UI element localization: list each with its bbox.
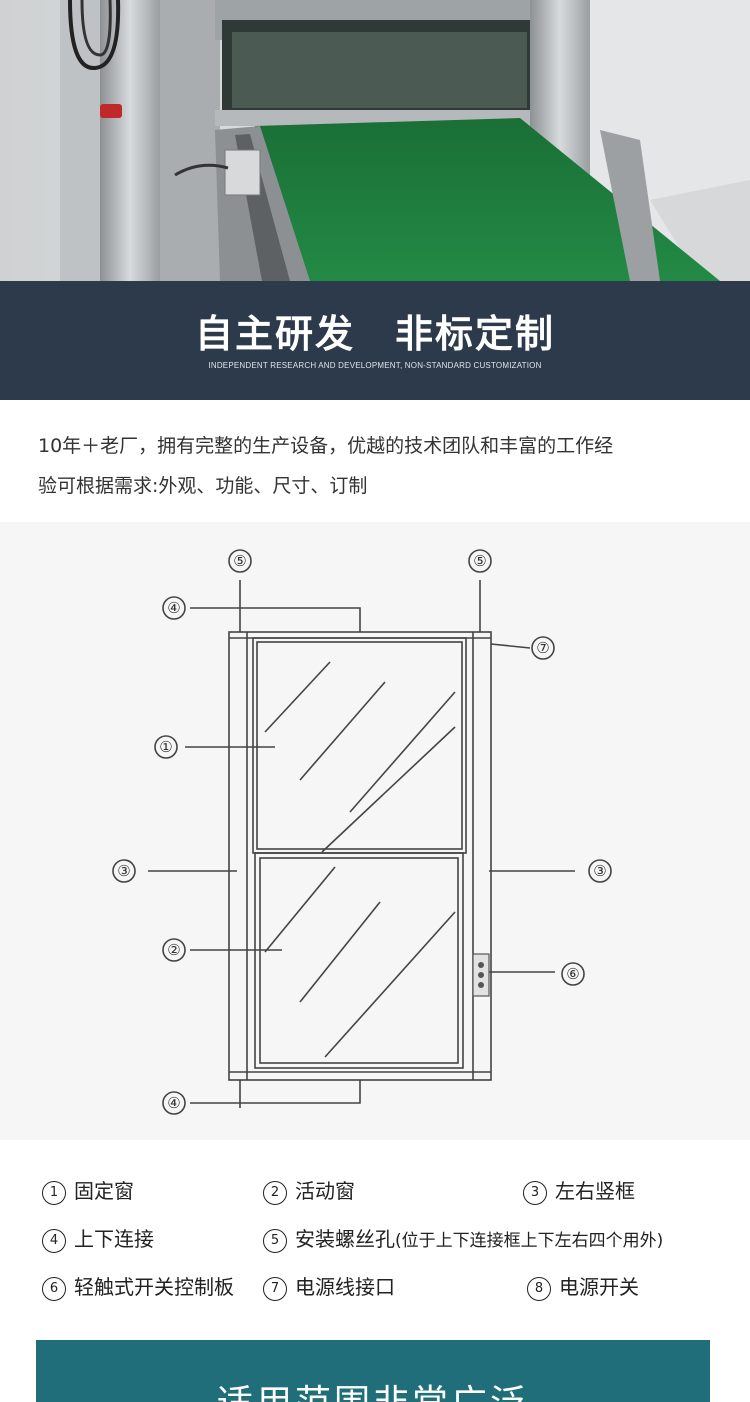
legend-number: 6 xyxy=(42,1277,66,1301)
legend-label: 电源线接口 xyxy=(295,1275,395,1299)
banner-title: 自主研发 非标定制 xyxy=(194,311,555,356)
legend-item: 7 电源线接口 xyxy=(263,1271,395,1301)
callout-label: ⑤ xyxy=(473,552,486,570)
application-banner: 适用范围非常广泛 xyxy=(36,1340,710,1402)
legend-number: 3 xyxy=(523,1181,547,1205)
legend-item: 1 固定窗 xyxy=(42,1175,134,1205)
legend-label: 电源开关 xyxy=(559,1275,639,1299)
callout-label: ③ xyxy=(117,862,130,880)
callout-label: ② xyxy=(167,941,180,959)
intro-line: 10年＋老厂，拥有完整的生产设备，优越的技术团队和丰富的工作经 xyxy=(38,435,614,457)
legend-number: 4 xyxy=(42,1229,66,1253)
legend-item: 6 轻触式开关控制板 xyxy=(42,1271,234,1301)
window-diagram: ⑤ ⑤ ④ ⑦ ① ③ ③ ② ⑥ ④ xyxy=(112,549,612,1115)
legend-note: (位于上下连接框上下左右四个用外) xyxy=(395,1231,664,1251)
legend: 1 固定窗 2 活动窗 3 左右竖框 4 上下连接 5 安装螺丝孔(位于上下连接框上下左右… xyxy=(0,1165,750,1315)
feature-banner: 自主研发 非标定制 INDEPENDENT RESEARCH AND DEVEL… xyxy=(0,281,750,400)
legend-number: 8 xyxy=(527,1277,551,1301)
legend-label: 固定窗 xyxy=(74,1179,134,1203)
application-banner-title: 适用范围非常广泛 xyxy=(36,1374,710,1402)
legend-label: 上下连接 xyxy=(74,1227,154,1251)
legend-label: 安装螺丝孔 xyxy=(295,1227,395,1251)
callout-label: ④ xyxy=(167,1094,180,1112)
legend-number: 7 xyxy=(263,1277,287,1301)
callout-label: ⑥ xyxy=(566,965,579,983)
legend-number: 2 xyxy=(263,1181,287,1205)
callout-label: ④ xyxy=(167,599,180,617)
callout-label: ⑦ xyxy=(536,639,549,657)
callout-label: ⑤ xyxy=(233,552,246,570)
banner-subtitle: INDEPENDENT RESEARCH AND DEVELOPMENT, NO… xyxy=(208,361,542,370)
legend-item: 5 安装螺丝孔(位于上下连接框上下左右四个用外) xyxy=(263,1223,663,1253)
legend-label: 轻触式开关控制板 xyxy=(74,1275,234,1299)
legend-number: 5 xyxy=(263,1229,287,1253)
intro-line: 验可根据需求:外观、功能、尺寸、订制 xyxy=(38,475,368,497)
legend-item: 2 活动窗 xyxy=(263,1175,355,1205)
legend-item: 3 左右竖框 xyxy=(523,1175,635,1205)
legend-label: 左右竖框 xyxy=(555,1179,635,1203)
legend-item: 8 电源开关 xyxy=(527,1271,639,1301)
diagram-panel: ⑤ ⑤ ④ ⑦ ① ③ ③ ② ⑥ ④ xyxy=(0,522,750,1140)
product-photo xyxy=(0,0,750,281)
callout-label: ③ xyxy=(593,862,606,880)
intro-paragraph: 10年＋老厂，拥有完整的生产设备，优越的技术团队和丰富的工作经 验可根据需求:外… xyxy=(38,426,718,506)
legend-label: 活动窗 xyxy=(295,1179,355,1203)
legend-item: 4 上下连接 xyxy=(42,1223,154,1253)
callout-label: ① xyxy=(159,738,172,756)
legend-number: 1 xyxy=(42,1181,66,1205)
